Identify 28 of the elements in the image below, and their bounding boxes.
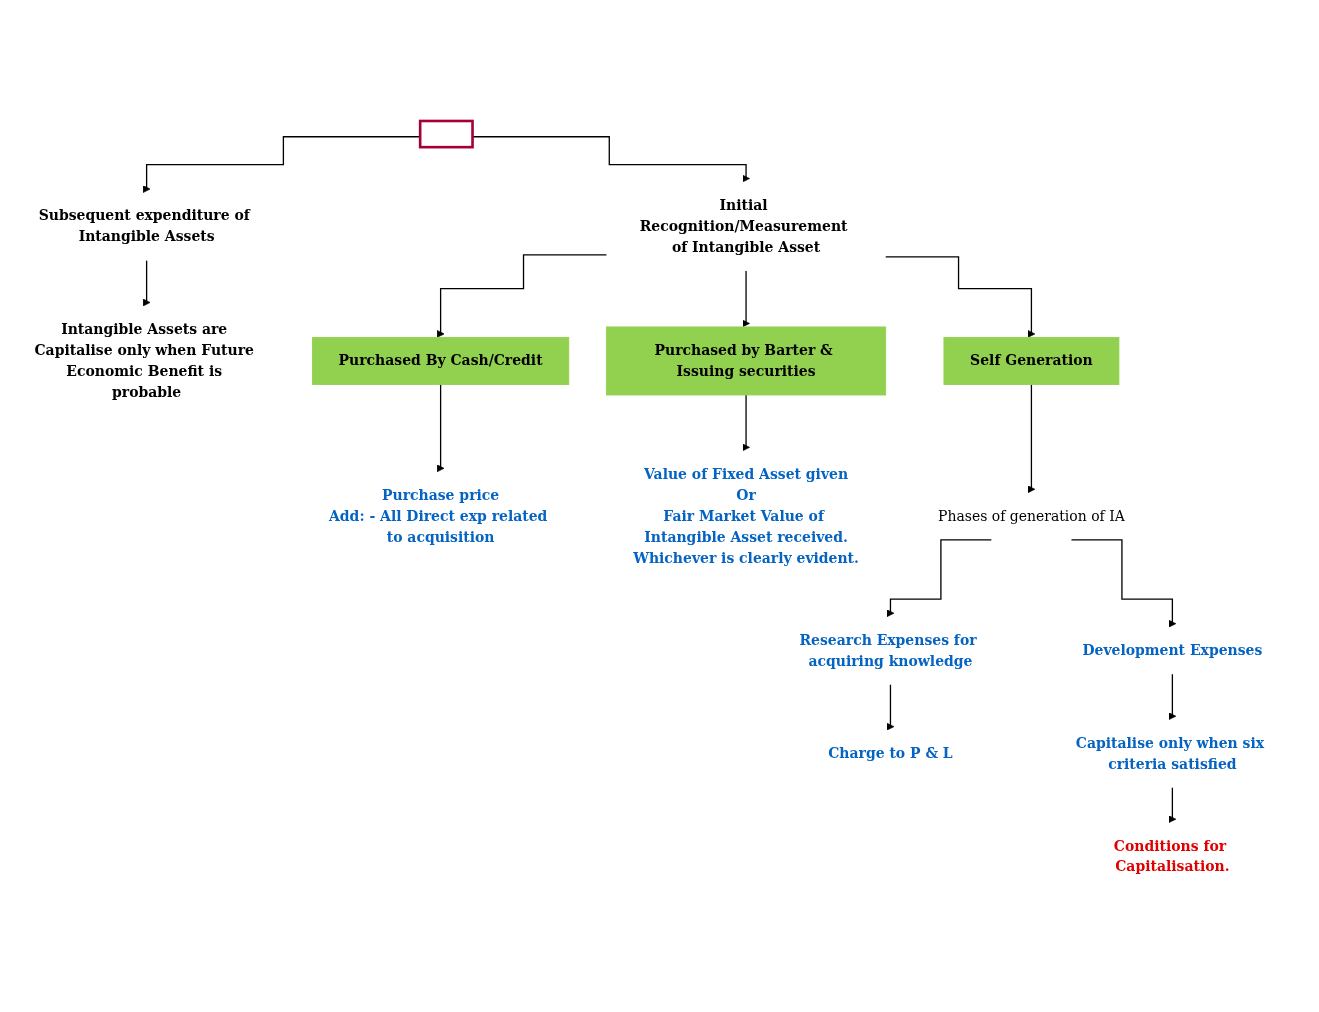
- node-text: Charge to P & L: [828, 745, 953, 762]
- arrow: [885, 256, 1036, 338]
- arrow: [436, 384, 445, 473]
- arrow: [142, 136, 421, 194]
- arrow: [886, 684, 895, 731]
- node-text: Initial Recognition/Measurement of Intangible Asset: [639, 197, 848, 256]
- node-text: Purchase price Add: - All Direct exp related to acquisition: [329, 486, 548, 546]
- arrow: [1027, 384, 1036, 494]
- arrow: [1168, 787, 1177, 824]
- node-text: Conditions for Capitalisation.: [1113, 837, 1230, 876]
- arrow: [1070, 539, 1177, 628]
- arrow: [742, 270, 750, 328]
- node-text: Development Expenses: [1082, 642, 1263, 659]
- node-text: Value of Fixed Asset given Or Fair Market Value of Intangible Asset received. Whichever is clearly evident.: [633, 465, 859, 567]
- node-box: Purchased by Barter & Issuing securities: [606, 326, 887, 396]
- node-text: Capitalise only when six criteria satisfied: [1075, 734, 1265, 773]
- node-box: [418, 119, 474, 149]
- node-text: Intangible Assets are Capitalise only when Future Economic Benefit is probable: [34, 320, 254, 401]
- node-box: Self Generation: [943, 337, 1120, 386]
- node-text: Research Expenses for acquiring knowledge: [799, 631, 977, 670]
- arrow: [142, 260, 151, 307]
- arrow: [742, 394, 750, 452]
- arrow: [1168, 673, 1177, 721]
- node-text: Phases of generation of IA: [938, 507, 1125, 525]
- arrow: [886, 539, 992, 618]
- node-box: Purchased By Cash/Credit: [312, 337, 570, 386]
- arrow: [436, 254, 608, 338]
- node-text: Subsequent expenditure of Intangible Assets: [38, 207, 250, 246]
